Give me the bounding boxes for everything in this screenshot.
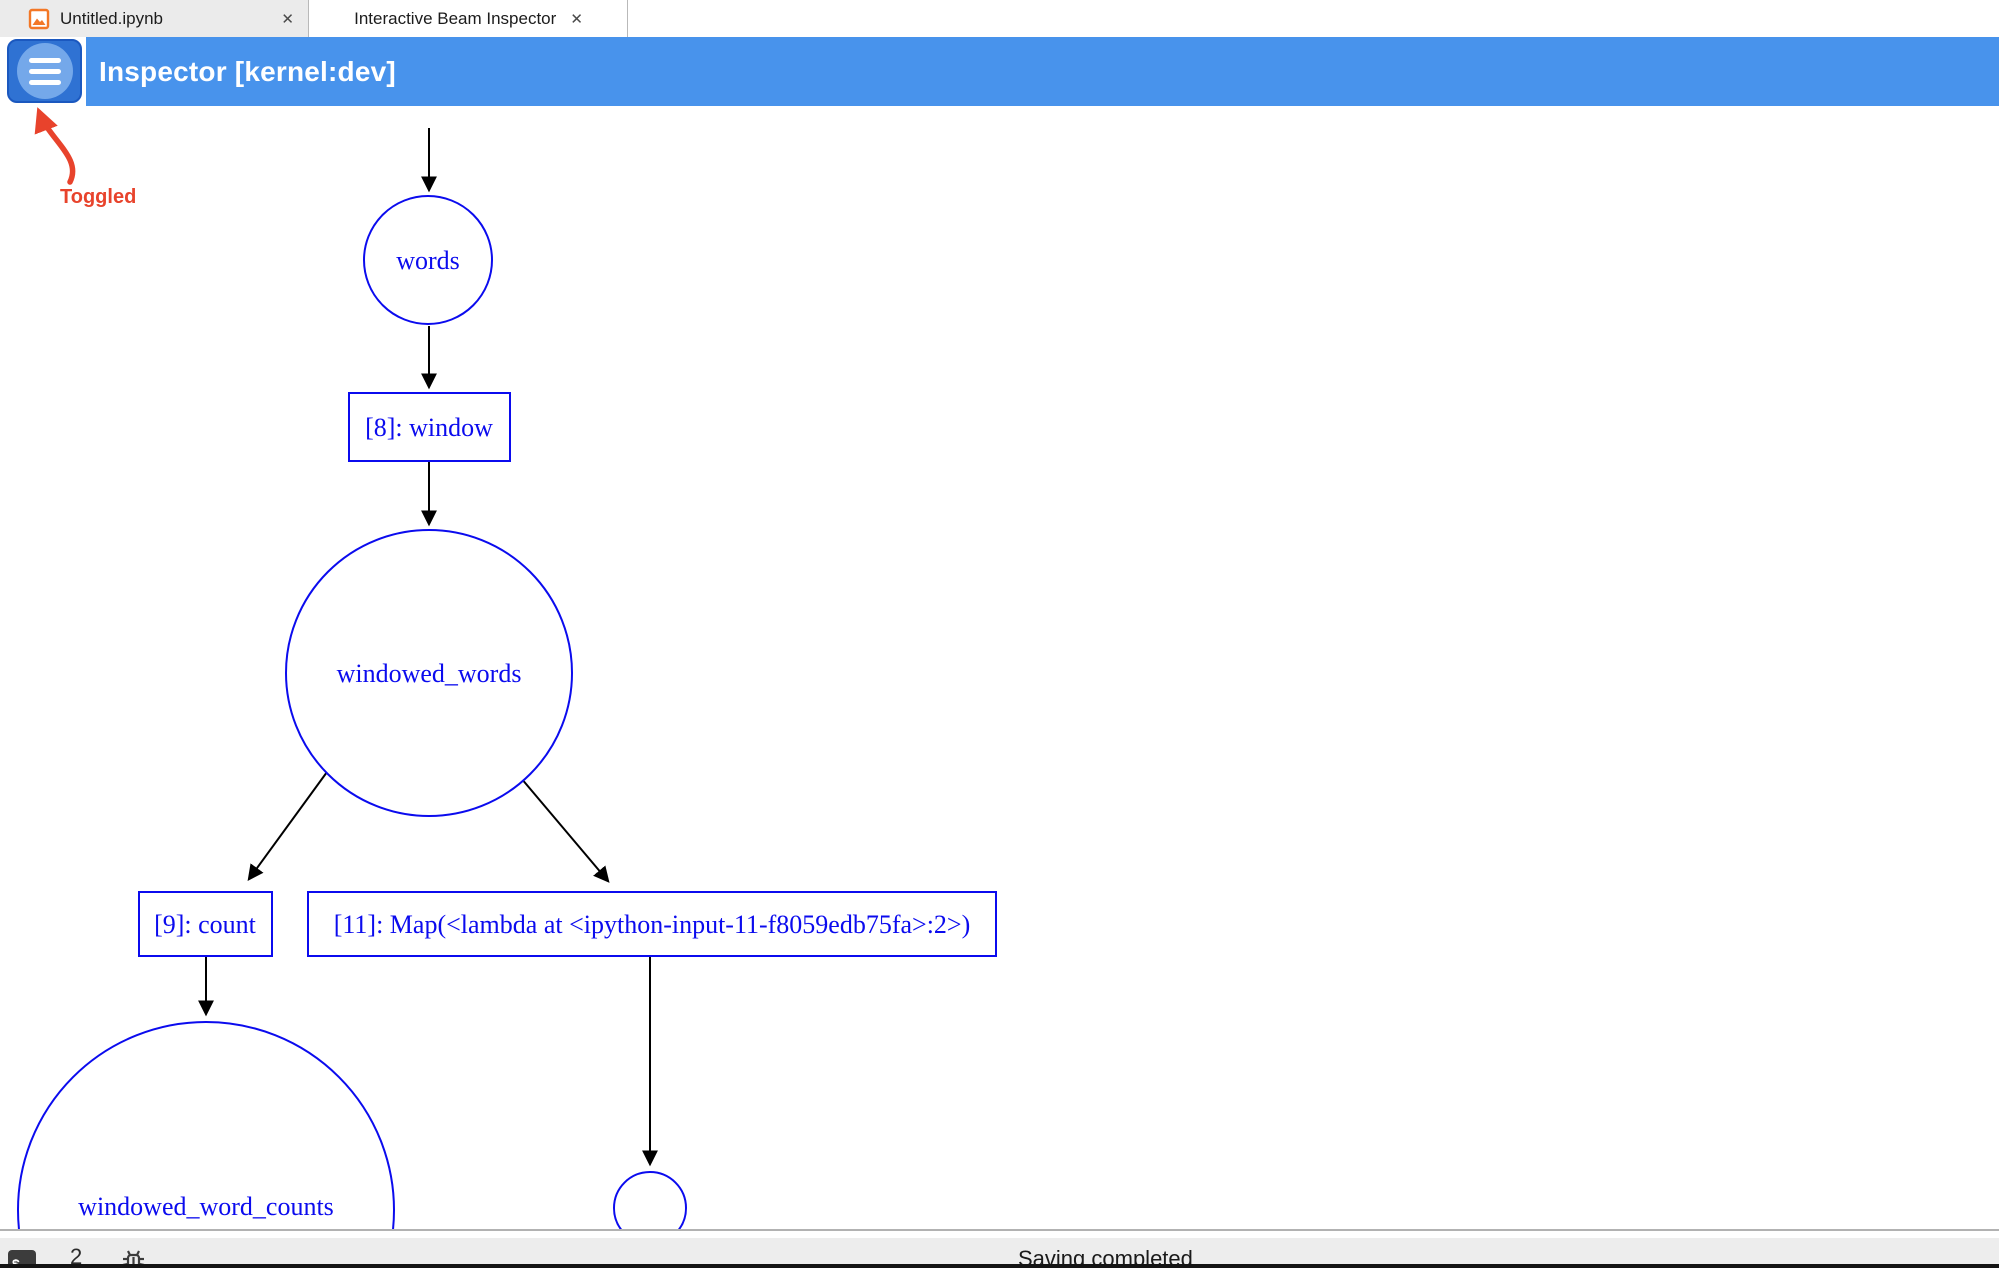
node-windowed-word-counts[interactable]: windowed_word_counts — [17, 1021, 395, 1229]
tab-label: Interactive Beam Inspector — [354, 9, 557, 28]
menu-toggle-button[interactable] — [7, 39, 82, 103]
annotation-arrow-icon — [34, 107, 76, 185]
node-windowed-words[interactable]: windowed_words — [285, 529, 573, 817]
close-icon[interactable]: ✕ — [570, 10, 583, 28]
terminal-icon[interactable]: $ — [8, 1250, 36, 1268]
tab-bar: Untitled.ipynb ✕ Interactive Beam Inspec… — [0, 0, 1999, 38]
status-message: Saving completed — [1018, 1246, 1193, 1268]
node-words[interactable]: words — [363, 195, 493, 325]
node-cell-11-map[interactable]: [11]: Map(<lambda at <ipython-input-11-f… — [307, 891, 997, 957]
terminal-count: 2 — [70, 1244, 83, 1268]
content-bottom-border — [0, 1229, 1999, 1231]
svg-text:[8]: window: [8]: window — [365, 413, 493, 442]
hamburger-icon — [16, 43, 73, 99]
close-icon[interactable]: ✕ — [281, 10, 294, 28]
svg-text:windowed_words: windowed_words — [337, 659, 522, 688]
tab-untitled-notebook[interactable]: Untitled.ipynb ✕ — [0, 0, 309, 38]
svg-text:windowed_word_counts: windowed_word_counts — [78, 1192, 334, 1221]
svg-text:[9]: count: [9]: count — [154, 910, 257, 939]
edge-windowed-words-to-count — [247, 771, 328, 881]
annotation-label: Toggled — [60, 186, 137, 208]
status-bar: $ 2 Saving completed — [0, 1238, 1999, 1268]
notebook-icon — [28, 8, 50, 30]
inspector-toolbar: Inspector [kernel:dev] — [0, 37, 1999, 106]
page-title: Inspector [kernel:dev] — [99, 55, 396, 87]
window-bottom-edge — [0, 1264, 1999, 1268]
tab-interactive-beam-inspector[interactable]: Interactive Beam Inspector ✕ — [310, 0, 628, 38]
node-cell-8-window[interactable]: [8]: window — [348, 392, 511, 462]
svg-text:[11]: Map(<lambda at <ipython-: [11]: Map(<lambda at <ipython-input-11-f… — [334, 910, 971, 939]
node-unnamed-pcollection[interactable] — [613, 1171, 687, 1229]
inspector-title-bar: Inspector [kernel:dev] — [86, 37, 1999, 106]
svg-text:words: words — [396, 246, 460, 275]
node-cell-9-count[interactable]: [9]: count — [138, 891, 273, 957]
pipeline-graph[interactable]: words [8]: window windowed_words [9]: co… — [0, 106, 1999, 1229]
edge-windowed-words-to-map — [520, 777, 610, 883]
tab-label: Untitled.ipynb — [60, 9, 164, 28]
